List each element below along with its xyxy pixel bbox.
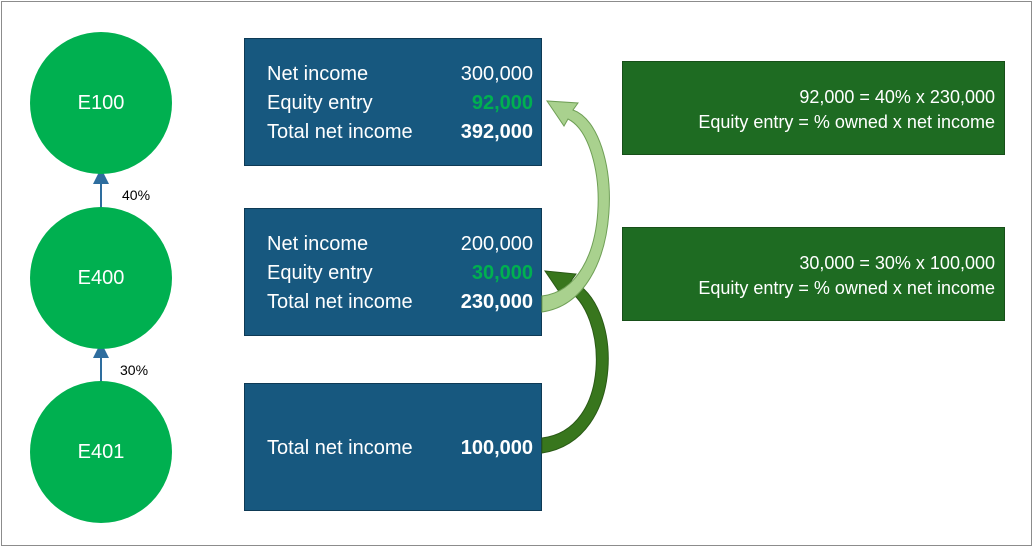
net-income-row: Net income 300,000 — [267, 60, 533, 88]
net-income-label: Net income — [267, 62, 369, 85]
income-box-e400: Net income 200,000 Equity entry 30,000 T… — [244, 208, 542, 336]
entity-label: E400 — [77, 266, 125, 289]
total-net-income-value: 392,000 — [460, 120, 533, 143]
equity-entry-row: Equity entry 92,000 — [267, 89, 533, 117]
total-net-income-value: 100,000 — [460, 436, 533, 459]
income-box-e401: Total net income 100,000 — [244, 383, 542, 511]
entity-node-e400: E400 — [30, 207, 172, 349]
formula-line: 92,000 = 40% x 230,000 — [799, 87, 995, 107]
total-net-income-label: Total net income — [267, 436, 413, 459]
total-net-income-row: Total net income 100,000 — [267, 434, 533, 462]
net-income-label: Net income — [267, 232, 369, 255]
equity-entry-row: Equity entry 30,000 — [267, 259, 533, 287]
formula-line: 30,000 = 30% x 100,000 — [799, 253, 995, 273]
net-income-value: 300,000 — [460, 62, 533, 85]
total-net-income-label: Total net income — [267, 290, 413, 313]
entity-label: E100 — [77, 91, 125, 114]
equity-entry-value: 92,000 — [471, 91, 533, 114]
equity-entry-label: Equity entry — [267, 91, 373, 114]
net-income-row: Net income 200,000 — [267, 230, 533, 258]
ownership-pct-e401-e400: 30% — [120, 362, 149, 378]
total-net-income-row: Total net income 392,000 — [267, 118, 533, 146]
formula-note-e100: 92,000 = 40% x 230,000 Equity entry = % … — [622, 61, 1005, 155]
entity-node-e401: E401 — [30, 381, 172, 523]
flow-arrow-e401-to-e400 — [541, 270, 609, 454]
formula-rule-line: Equity entry = % owned x net income — [698, 278, 995, 298]
total-net-income-label: Total net income — [267, 120, 413, 143]
entity-label: E401 — [77, 440, 125, 463]
ownership-pct-e400-e100: 40% — [122, 187, 151, 203]
flow-arrow-e400-to-e100 — [541, 100, 610, 313]
equity-entry-label: Equity entry — [267, 261, 373, 284]
equity-entry-value: 30,000 — [471, 261, 533, 284]
net-income-value: 200,000 — [460, 232, 533, 255]
formula-rule-line: Equity entry = % owned x net income — [698, 112, 995, 132]
total-net-income-value: 230,000 — [460, 290, 533, 313]
entity-node-e100: E100 — [30, 32, 172, 174]
income-box-e100: Net income 300,000 Equity entry 92,000 T… — [244, 38, 542, 166]
formula-note-e400: 30,000 = 30% x 100,000 Equity entry = % … — [622, 227, 1005, 321]
total-net-income-row: Total net income 230,000 — [267, 288, 533, 316]
